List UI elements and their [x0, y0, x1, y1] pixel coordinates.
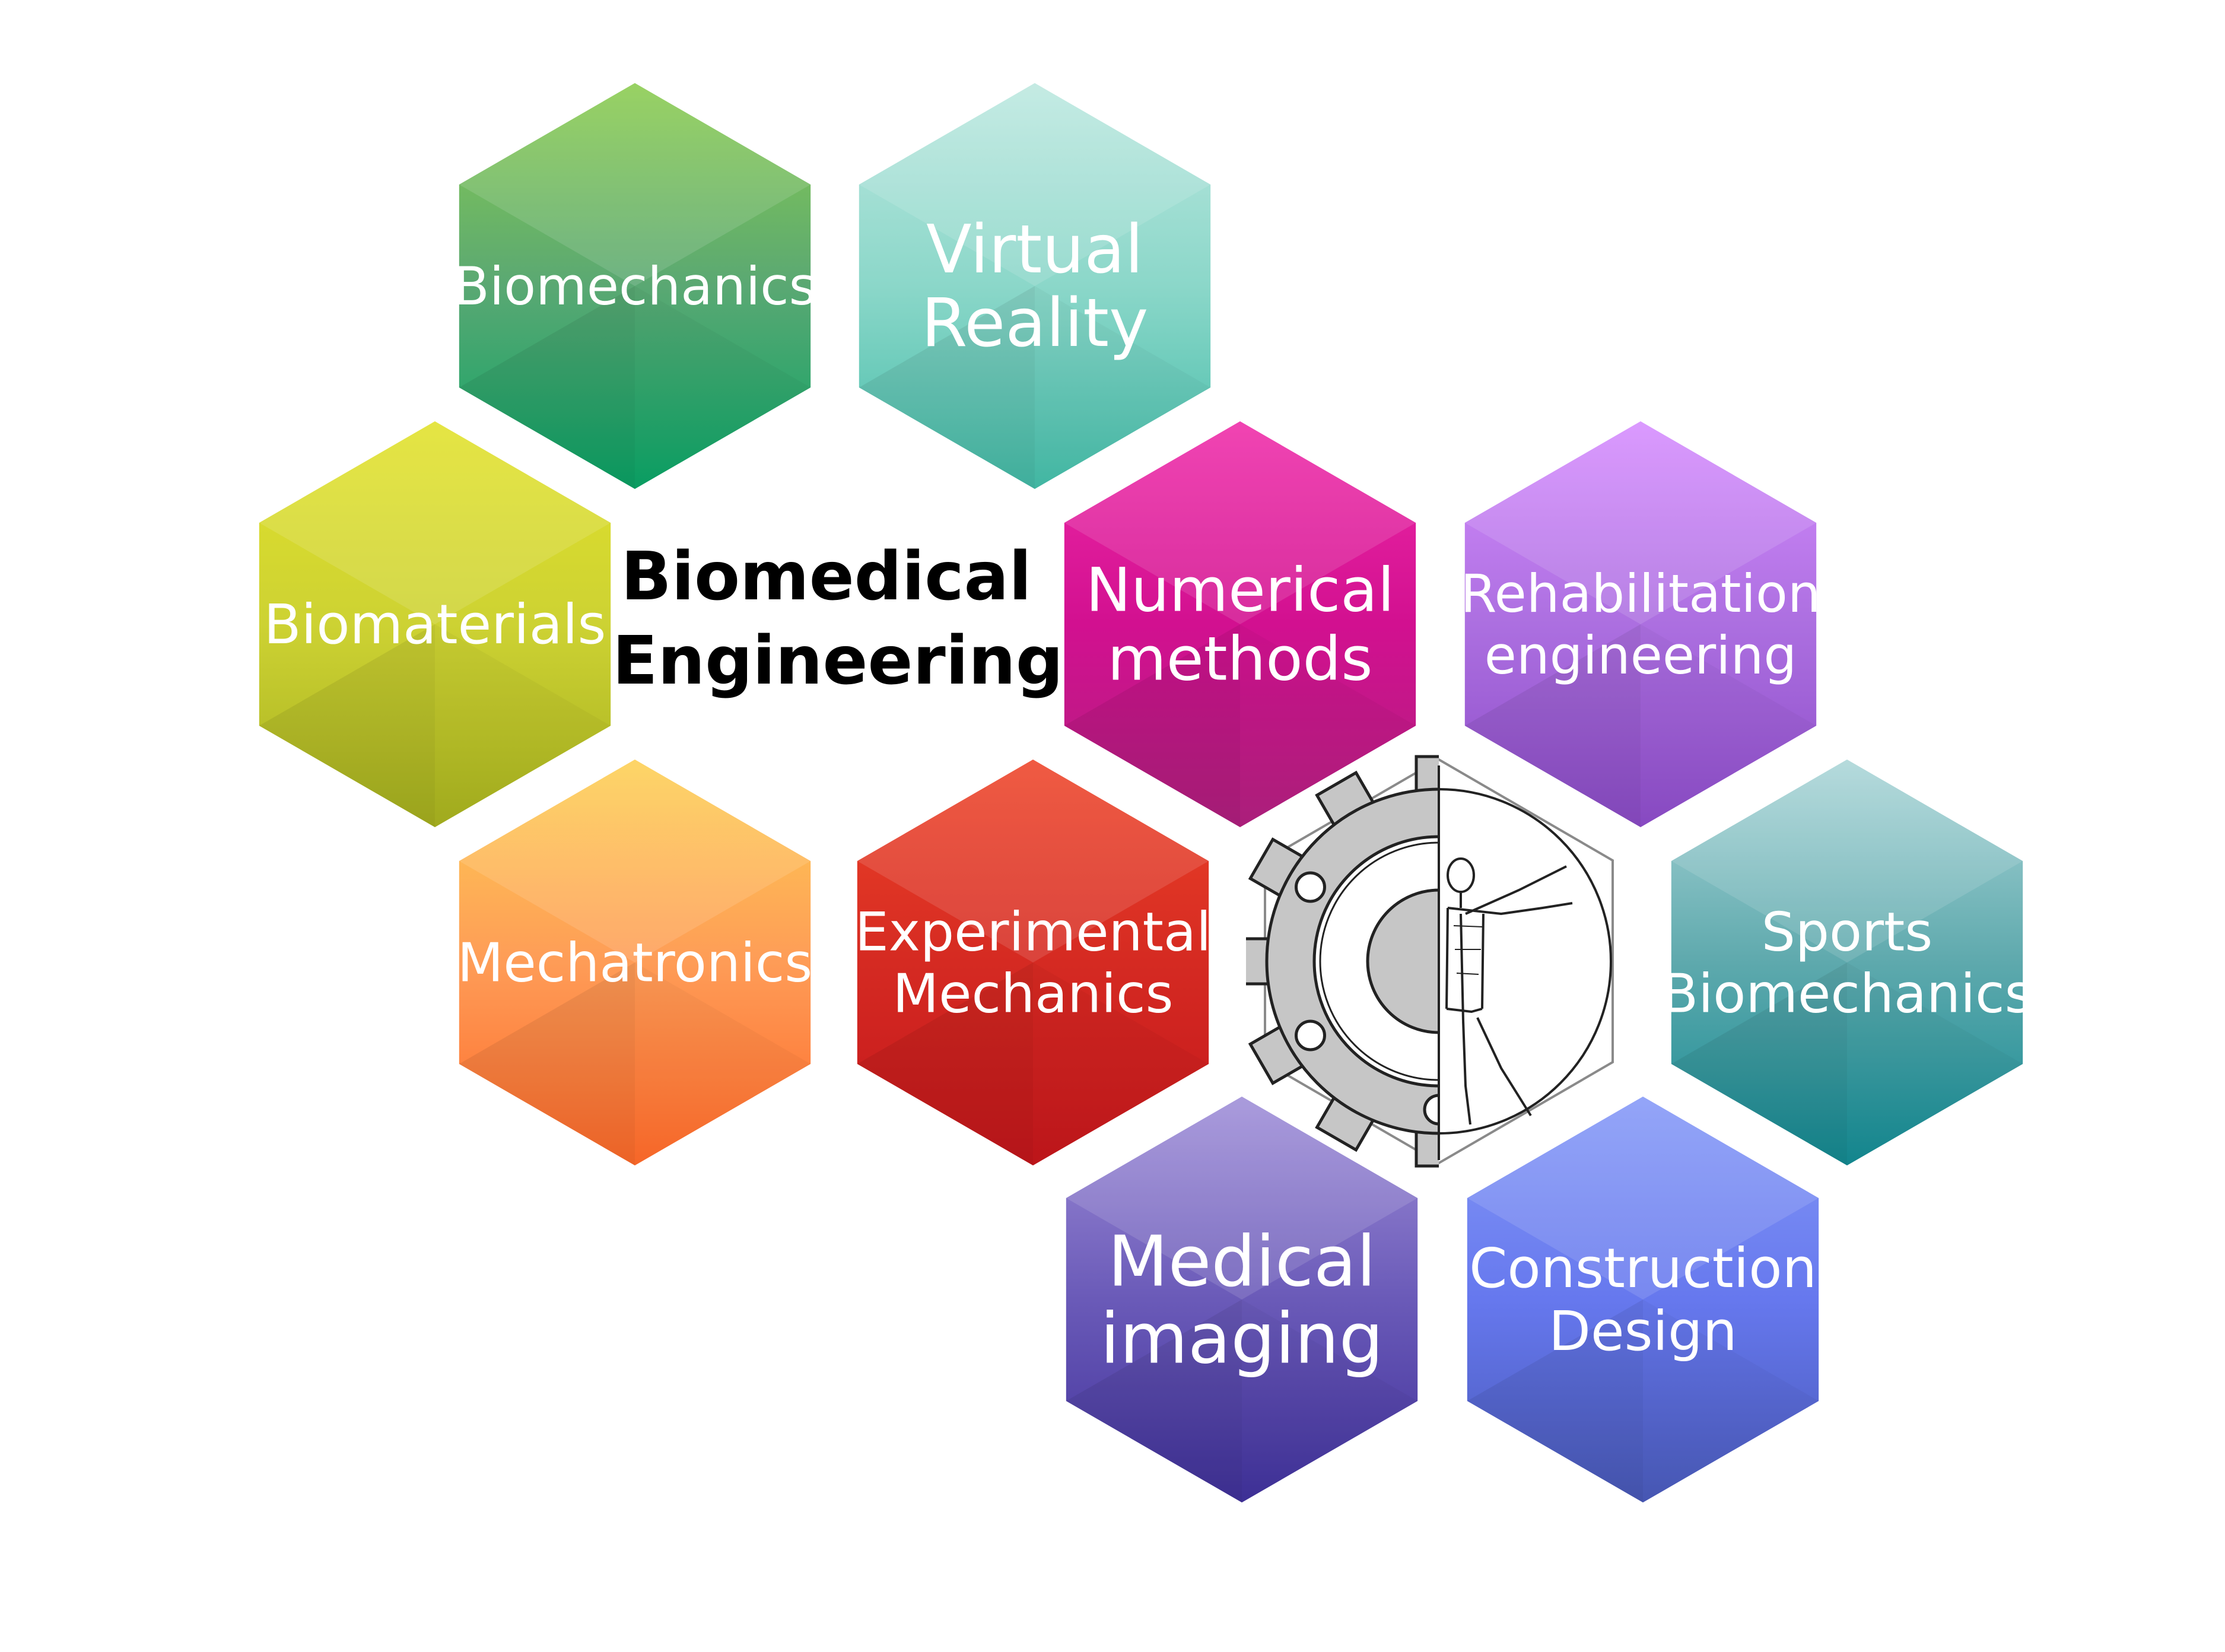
gear-vitruvian-man-logo	[1234, 757, 1644, 1166]
hexagon-label-line: Mechanics	[892, 963, 1173, 1025]
hexagon-label-line: Sports	[1762, 901, 1933, 964]
hexagon-biomaterials: Biomaterials	[259, 421, 611, 827]
center-title: Biomedical Engineering	[612, 538, 1063, 700]
hexagon-label-line: Construction	[1469, 1237, 1817, 1300]
hexagon-label-line: Biomechanics	[453, 256, 816, 317]
hexagon-label: Mechatronics	[457, 932, 813, 995]
hexagon-label-line: Reality	[921, 285, 1149, 362]
hexagon-mechatronics: Mechatronics	[457, 760, 813, 1165]
hexagon-label-line: engineering	[1485, 625, 1797, 686]
hexagon-label-line: imaging	[1100, 1297, 1383, 1379]
center-title-line2: Engineering	[612, 622, 1063, 700]
hexagon-label-line: Mechatronics	[457, 932, 813, 995]
hexagon-label-line: Rehabilitation	[1460, 563, 1820, 624]
hexagon-label-line: methods	[1107, 624, 1372, 695]
hexagon-label-line: Biomaterials	[264, 593, 606, 656]
center-title-line1: Biomedical	[621, 538, 1031, 615]
hexagon-label-line: Numerical	[1086, 555, 1394, 626]
hexagon-label-line: Design	[1549, 1300, 1737, 1363]
hexagon-label-line: Virtual	[926, 211, 1143, 288]
hexagon-label: Biomaterials	[264, 593, 606, 656]
hexagon-label-line: Medical	[1108, 1220, 1376, 1302]
hexagon-label-line: Biomechanics	[1662, 963, 2033, 1025]
hexagon-label: Biomechanics	[453, 256, 816, 317]
hexagon-label-line: Experimental	[855, 901, 1211, 964]
hexagon-biomechanics: Biomechanics	[453, 83, 816, 489]
